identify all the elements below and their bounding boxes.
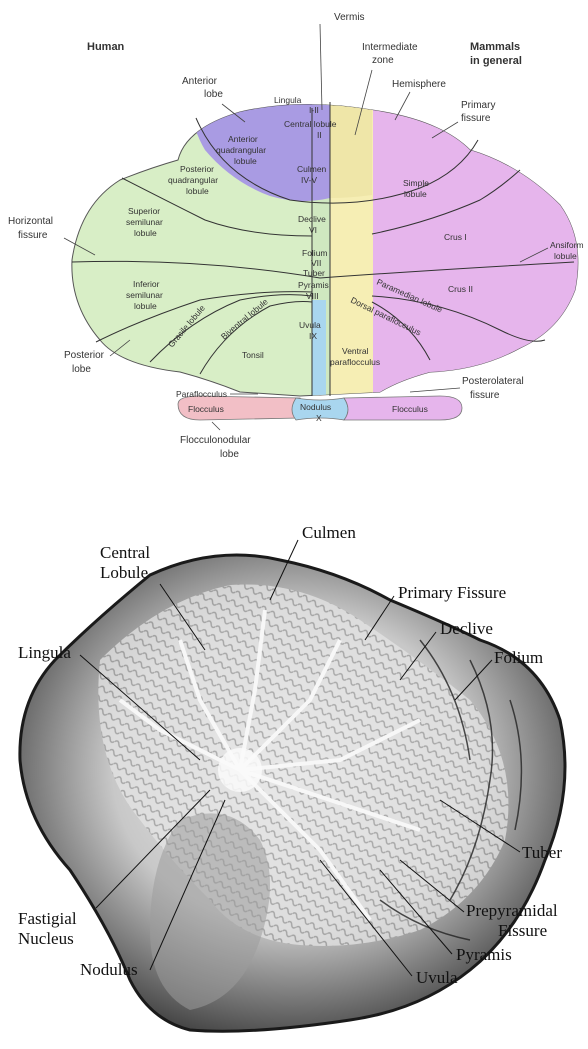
label-post-quad-2: quadrangular bbox=[168, 175, 218, 185]
label-intermediate-2: zone bbox=[372, 55, 394, 66]
heading-mammals: Mammals bbox=[470, 41, 520, 53]
label-ant-quad-2: quadrangular bbox=[216, 145, 266, 155]
label-flocculonodular: Flocculonodular bbox=[180, 435, 251, 446]
label-posterior-lobe: Posterior bbox=[64, 350, 105, 361]
label-crus1: Crus I bbox=[444, 232, 467, 242]
label-ansiform-2: lobule bbox=[554, 251, 577, 261]
label-sup-semilunar: Superior bbox=[128, 206, 160, 216]
label-vermis: Vermis bbox=[334, 12, 365, 23]
label-central-lobule: Central lobule bbox=[284, 119, 337, 129]
photo-label-prepyramidal-2: Fissure bbox=[498, 921, 547, 940]
label-flocculonodular-2: lobe bbox=[220, 449, 239, 460]
photo-label-folium: Folium bbox=[494, 648, 543, 667]
label-ant-quad: Anterior bbox=[228, 134, 258, 144]
label-intermediate: Intermediate bbox=[362, 42, 418, 53]
label-pyramis-2: VIII bbox=[306, 291, 319, 301]
label-primary-fissure: Primary bbox=[461, 100, 495, 111]
photo-label-prepyramidal: Prepyramidal bbox=[466, 901, 558, 920]
photo-label-tuber: Tuber bbox=[522, 843, 562, 862]
label-declive-2: VI bbox=[309, 225, 317, 235]
cerebellum-diagram: Human Mammals in general Vermis Intermed… bbox=[8, 12, 588, 460]
photo-label-culmen: Culmen bbox=[302, 523, 356, 542]
label-inf-semilunar-3: lobule bbox=[134, 301, 157, 311]
label-primary-fissure-2: fissure bbox=[461, 113, 491, 124]
photo-label-pyramis: Pyramis bbox=[456, 945, 512, 964]
leader-vermis bbox=[320, 24, 322, 110]
label-inf-semilunar-2: semilunar bbox=[126, 290, 163, 300]
label-posterior-lobe-2: lobe bbox=[72, 364, 91, 375]
label-anterior-lobe: Anterior bbox=[182, 76, 218, 87]
label-flocculus-right: Flocculus bbox=[392, 404, 428, 414]
label-central-lobule-2: II bbox=[317, 130, 322, 140]
label-ventral-para: Ventral bbox=[342, 346, 369, 356]
hemisphere-region bbox=[372, 90, 588, 410]
label-nodulus-2: X bbox=[316, 413, 322, 423]
photo-label-central-2: Lobule bbox=[100, 563, 148, 582]
label-ventral-para-2: paraflocculus bbox=[330, 357, 380, 367]
label-paraflocculus: Paraflocculus bbox=[176, 389, 227, 399]
label-uvula: Uvula bbox=[299, 320, 321, 330]
heading-human: Human bbox=[87, 41, 125, 53]
label-culmen: Culmen bbox=[297, 164, 327, 174]
label-horizontal-fissure-2: fissure bbox=[18, 230, 48, 241]
label-nodulus: Nodulus bbox=[300, 402, 331, 412]
photo-label-uvula: Uvula bbox=[416, 968, 458, 987]
label-flocculus-left: Flocculus bbox=[188, 404, 224, 414]
photo-label-central: Central bbox=[100, 543, 150, 562]
anterior-intermediate bbox=[330, 100, 372, 198]
white-matter-core bbox=[218, 748, 262, 792]
label-lingula-num: I-II bbox=[309, 105, 319, 115]
label-folium-2: VII bbox=[311, 258, 321, 268]
label-inf-semilunar: Inferior bbox=[133, 279, 160, 289]
photo-label-nodulus: Nodulus bbox=[80, 960, 138, 979]
label-tuber: Tuber bbox=[303, 268, 325, 278]
label-post-quad-3: lobule bbox=[186, 186, 209, 196]
cerebellum-photo: Culmen Central Lobule Primary Fissure De… bbox=[18, 523, 565, 1031]
label-sup-semilunar-3: lobule bbox=[134, 228, 157, 238]
leader-flocnod bbox=[212, 422, 220, 430]
label-sup-semilunar-2: semilunar bbox=[126, 217, 163, 227]
label-horizontal-fissure: Horizontal bbox=[8, 216, 53, 227]
heading-mammals-2: in general bbox=[470, 55, 522, 67]
photo-label-declive: Declive bbox=[440, 619, 493, 638]
label-pyramis: Pyramis bbox=[298, 280, 329, 290]
label-ant-quad-3: lobule bbox=[234, 156, 257, 166]
label-posterolateral: Posterolateral bbox=[462, 376, 524, 387]
label-crus2: Crus II bbox=[448, 284, 473, 294]
label-hemisphere: Hemisphere bbox=[392, 79, 446, 90]
label-anterior-lobe-2: lobe bbox=[204, 89, 223, 100]
photo-label-primary-fissure: Primary Fissure bbox=[398, 583, 506, 602]
label-declive: Declive bbox=[298, 214, 326, 224]
label-uvula-2: IX bbox=[309, 331, 317, 341]
label-lingula: Lingula bbox=[274, 95, 302, 105]
label-folium: Folium bbox=[302, 248, 328, 258]
label-culmen-2: IV-V bbox=[301, 175, 317, 185]
photo-label-fastigial-2: Nucleus bbox=[18, 929, 74, 948]
vermis-blue-strip bbox=[312, 300, 326, 410]
label-post-quad: Posterior bbox=[180, 164, 214, 174]
photo-label-fastigial: Fastigial bbox=[18, 909, 77, 928]
leader-posterolateral bbox=[410, 388, 460, 392]
photo-label-lingula: Lingula bbox=[18, 643, 71, 662]
label-tonsil: Tonsil bbox=[242, 350, 264, 360]
label-posterolateral-2: fissure bbox=[470, 390, 500, 401]
label-simple-lobule: Simple bbox=[403, 178, 429, 188]
label-simple-lobule-2: lobule bbox=[404, 189, 427, 199]
label-ansiform: Ansiform bbox=[550, 240, 584, 250]
